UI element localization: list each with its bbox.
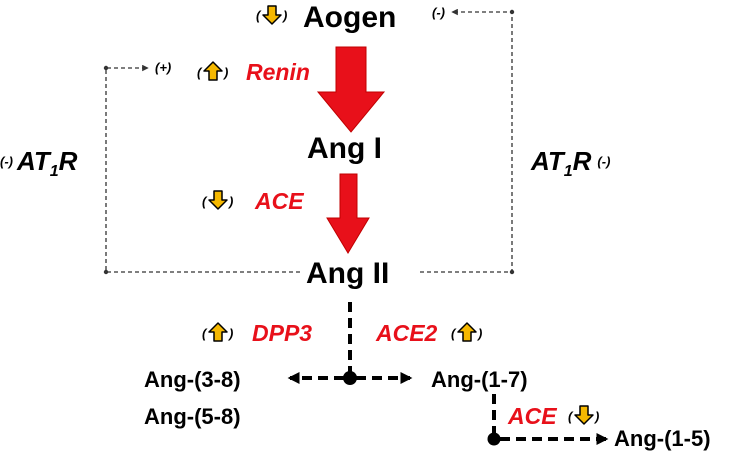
badge-paren-close: ): [227, 326, 233, 341]
node-aogen: Aogen: [303, 1, 396, 34]
badge-paren-open: (: [202, 194, 208, 209]
aogen-down-badge: ( ): [256, 5, 287, 25]
arrow-down-badge-icon: [208, 190, 228, 210]
node-ang2: Ang II: [306, 257, 389, 290]
branch-node-dot-lower: [487, 432, 501, 446]
badge-paren-close: ): [476, 326, 482, 341]
ace-lower-down-badge: ( ): [568, 405, 599, 425]
main-arrow-aogen-to-ang1: [316, 46, 386, 133]
node-ang1: Ang I: [307, 132, 382, 165]
arrow-down-badge-icon: [574, 405, 594, 425]
badge-paren-open: (: [256, 8, 262, 23]
feedback-left-corner-dot: [103, 65, 109, 71]
main-arrow-ang1-to-ang2: [326, 173, 370, 254]
enzyme-ace-lower: ACE: [507, 403, 557, 429]
feedback-right-bottom-dot: [509, 269, 515, 275]
feedback-sign-top-left: (+): [155, 60, 171, 75]
dpp3-up-badge: ( ): [202, 322, 233, 342]
badge-paren-close: ): [222, 65, 228, 80]
enzyme-dpp3: DPP3: [252, 320, 312, 346]
arrow-up-badge-icon: [208, 322, 228, 342]
renin-up-badge: ( ): [197, 61, 228, 81]
ace2-up-badge: ( ): [451, 322, 482, 342]
branch-node-dot: [343, 371, 357, 385]
arrow-up-badge-icon: [203, 61, 223, 81]
node-ang15: Ang-(1-5): [614, 426, 711, 451]
node-ang17: Ang-(1-7): [431, 367, 528, 392]
arrow-down-badge-icon: [262, 5, 282, 25]
enzyme-ace: ACE: [254, 188, 304, 214]
badge-paren-open: (: [197, 65, 203, 80]
badge-paren-close: ): [593, 409, 599, 424]
badge-paren-close: ): [227, 194, 233, 209]
arrow-up-badge-icon: [457, 322, 477, 342]
feedback-left-bottom-dot: [103, 269, 109, 275]
feedback-line-right: [420, 8, 513, 273]
feedback-sign-top-right: (-): [432, 5, 445, 20]
badge-paren-close: ): [281, 8, 287, 23]
badge-paren-open: (: [202, 326, 208, 341]
enzyme-renin: Renin: [246, 59, 310, 85]
receptor-left: (-)AT1R: [0, 146, 78, 180]
node-ang58: Ang-(5-8): [144, 404, 241, 429]
node-ang38: Ang-(3-8): [144, 367, 241, 392]
badge-paren-open: (: [568, 409, 574, 424]
feedback-line-left: [105, 64, 300, 273]
receptor-right: AT1R(-): [530, 146, 610, 180]
badge-paren-open: (: [451, 326, 457, 341]
ace-down-badge: ( ): [202, 190, 233, 210]
feedback-right-corner-dot: [509, 9, 515, 15]
enzyme-ace2: ACE2: [375, 320, 438, 346]
